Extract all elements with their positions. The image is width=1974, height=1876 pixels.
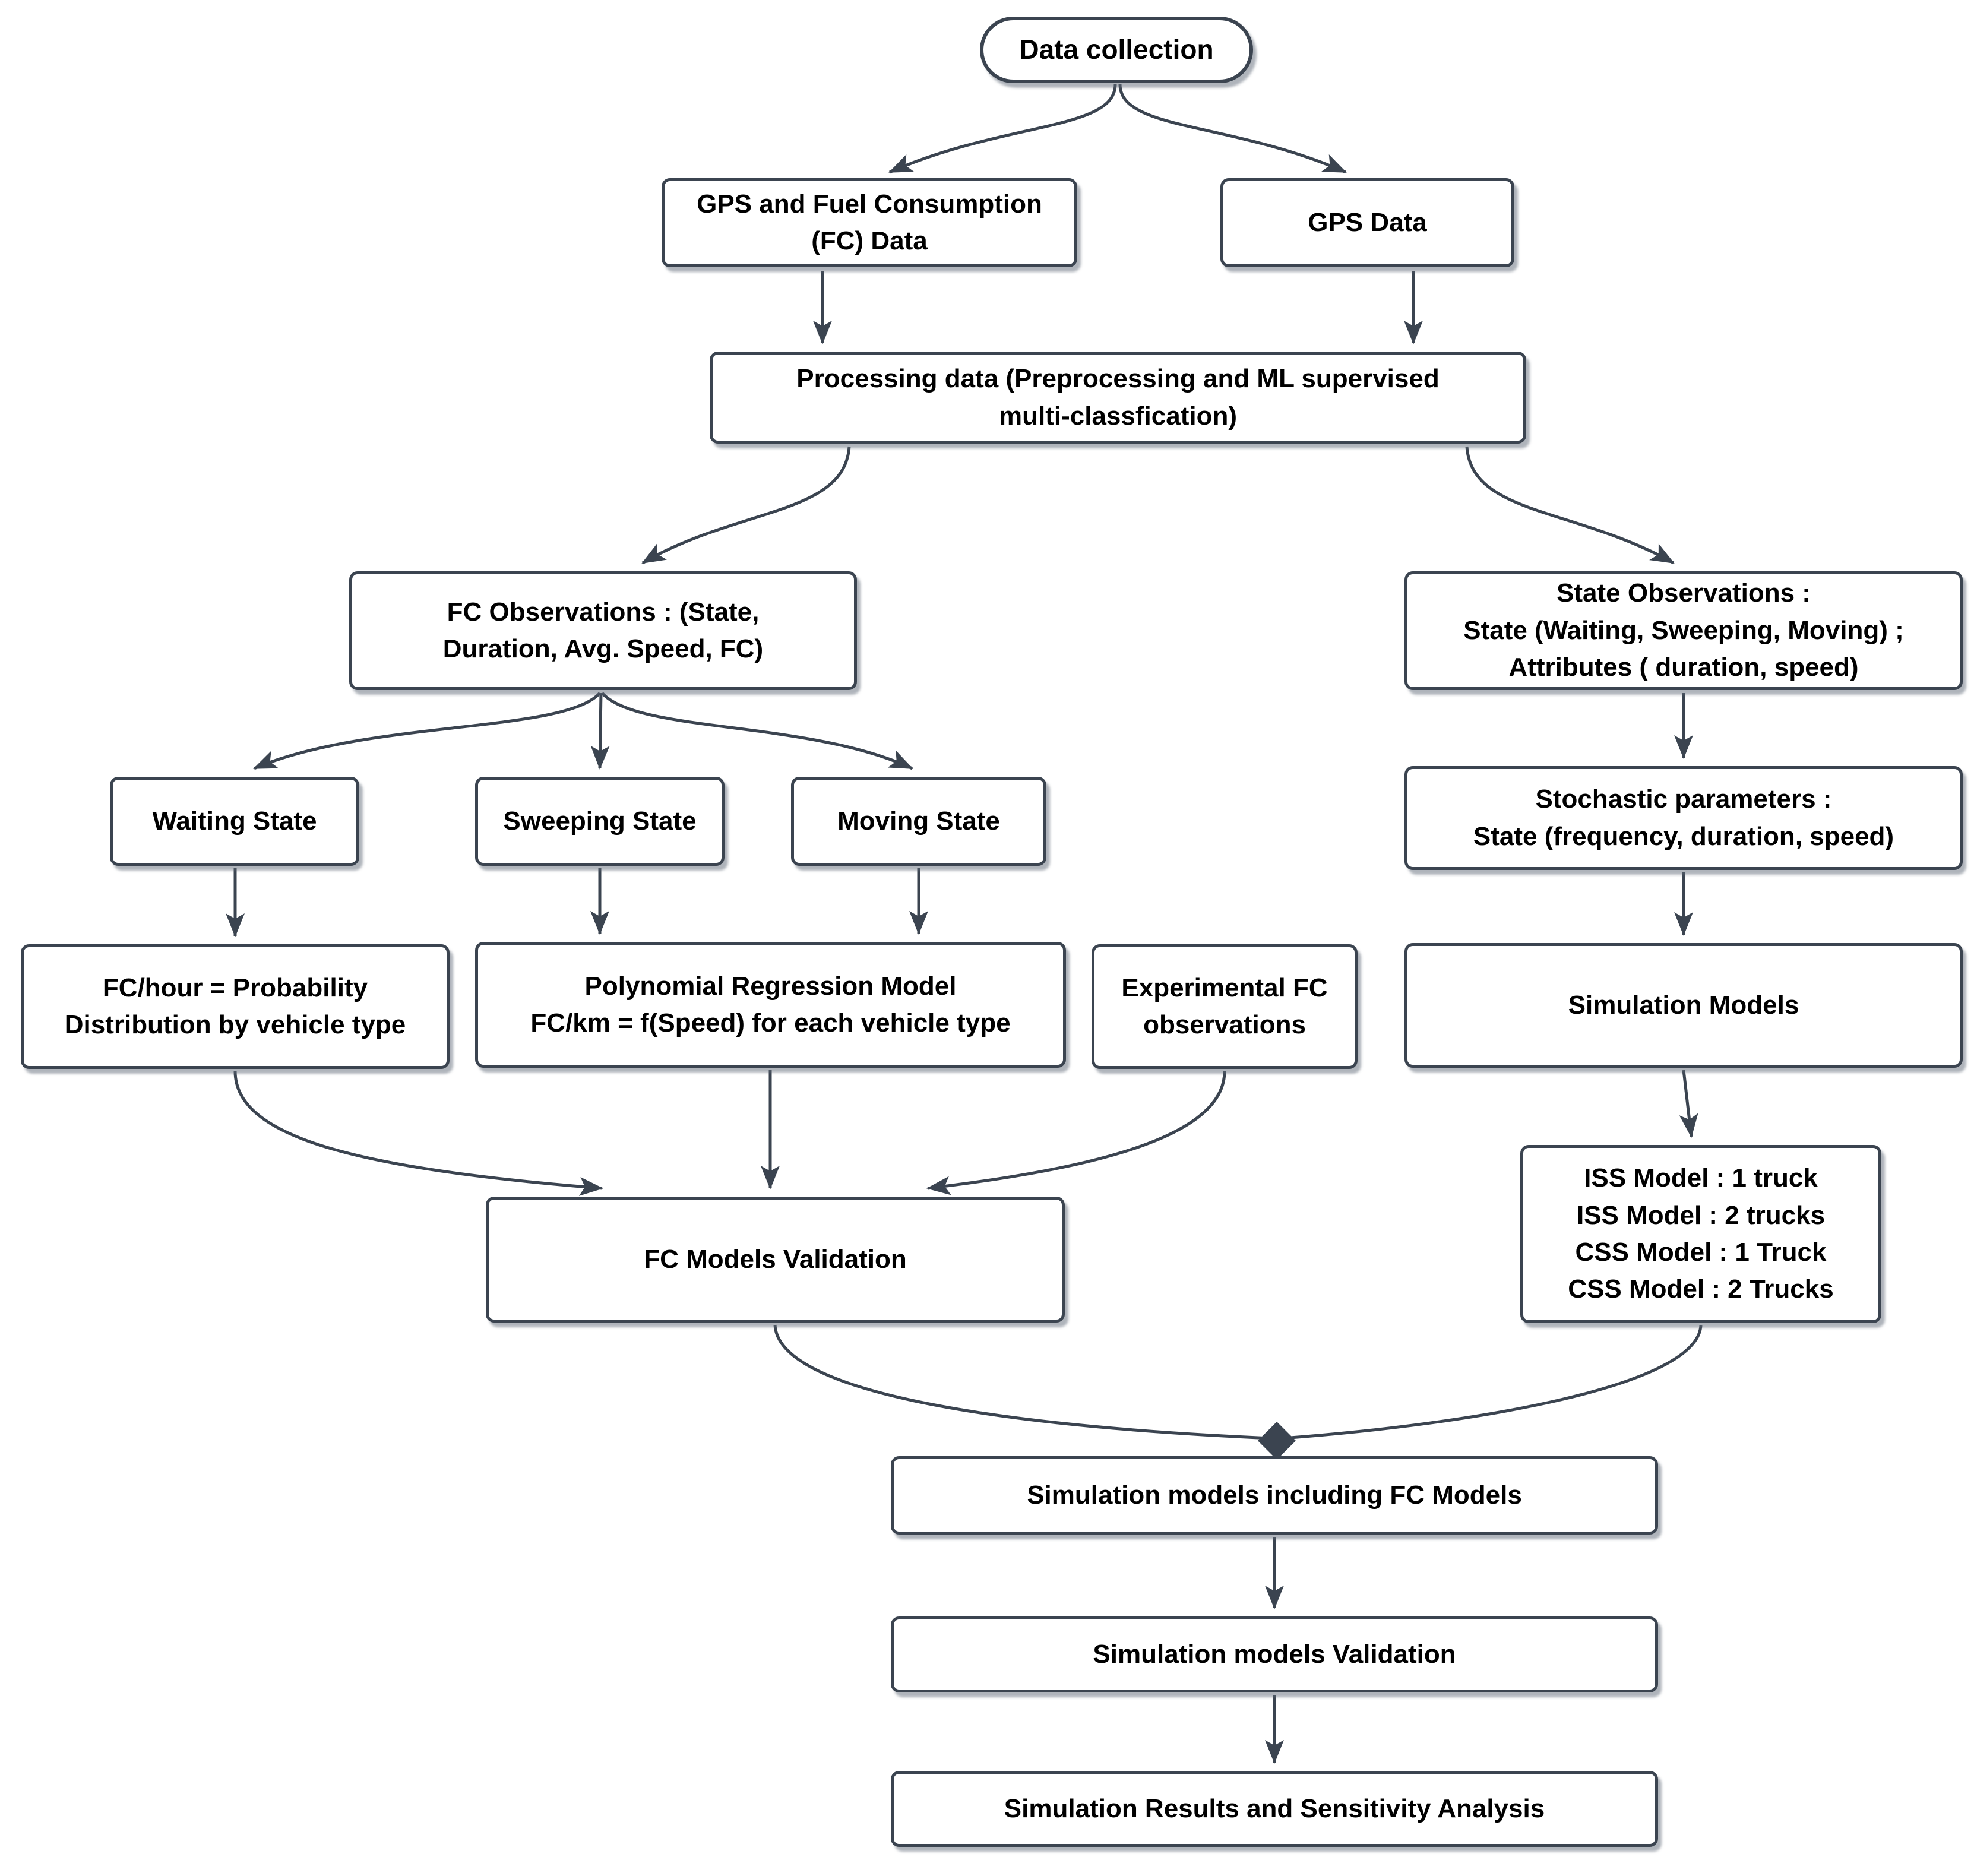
node-waiting-state: Waiting State xyxy=(110,777,359,866)
node-stochastic-parameters: Stochastic parameters : State (frequency… xyxy=(1404,766,1963,870)
node-fc-hour-label: FC/hour = Probability Distribution by ve… xyxy=(64,973,406,1039)
node-gps-data: GPS Data xyxy=(1220,178,1514,267)
node-sim-models-including-fc: Simulation models including FC Models xyxy=(891,1456,1658,1535)
merge-arrowhead-diamond xyxy=(1258,1422,1296,1460)
node-polynomial-regression: Polynomial Regression Model FC/km = f(Sp… xyxy=(475,942,1066,1068)
node-moving-state: Moving State xyxy=(791,777,1046,866)
node-fc-observations: FC Observations : (State, Duration, Avg.… xyxy=(349,571,857,690)
connector-fchour-fcvalidation xyxy=(233,1071,603,1196)
node-gps-data-label: GPS Data xyxy=(1308,207,1427,237)
connector-datacollection-gpsfc xyxy=(888,84,1117,174)
node-processing-data: Processing data (Preprocessing and ML su… xyxy=(710,352,1526,444)
node-data-collection: Data collection xyxy=(980,17,1253,83)
node-sim-results: Simulation Results and Sensitivity Analy… xyxy=(891,1771,1658,1847)
connector-processing-stateobs xyxy=(1465,446,1675,565)
node-fc-hour: FC/hour = Probability Distribution by ve… xyxy=(21,944,450,1069)
connector-isscss-merge xyxy=(1282,1325,1703,1440)
node-iss-css-models: ISS Model : 1 truck ISS Model : 2 trucks… xyxy=(1520,1145,1881,1323)
connector-processing-fcobs xyxy=(641,446,851,565)
connector-simmodels-isscss xyxy=(1679,1070,1698,1138)
connector-datacollection-gpsdata xyxy=(1118,84,1347,174)
node-processing-data-label: Processing data (Preprocessing and ML su… xyxy=(796,364,1440,431)
node-state-observations-label: State Observations : State (Waiting, Swe… xyxy=(1463,578,1904,682)
node-sim-models-including-fc-label: Simulation models including FC Models xyxy=(1027,1480,1522,1510)
connector-fcobs-moving xyxy=(601,692,913,770)
node-sim-results-label: Simulation Results and Sensitivity Analy… xyxy=(1004,1793,1545,1823)
node-sim-models-validation-label: Simulation models Validation xyxy=(1093,1639,1456,1669)
node-simulation-models: Simulation Models xyxy=(1404,943,1963,1068)
connector-fcobs-sweeping xyxy=(590,692,610,770)
connector-fcvalidation-merge xyxy=(773,1324,1271,1440)
node-sweeping-state: Sweeping State xyxy=(475,777,725,866)
connector-fcobs-waiting xyxy=(253,692,601,770)
node-polynomial-regression-label: Polynomial Regression Model FC/km = f(Sp… xyxy=(530,971,1011,1037)
node-sim-models-validation: Simulation models Validation xyxy=(891,1616,1658,1692)
node-stochastic-parameters-label: Stochastic parameters : State (frequency… xyxy=(1473,784,1894,851)
node-simulation-models-label: Simulation Models xyxy=(1568,990,1799,1020)
node-fc-models-validation: FC Models Validation xyxy=(486,1197,1065,1323)
node-experimental-fc-label: Experimental FC observations xyxy=(1121,973,1328,1039)
connector-experimental-fcvalidation xyxy=(926,1071,1226,1195)
node-moving-state-label: Moving State xyxy=(837,806,1000,836)
node-fc-models-validation-label: FC Models Validation xyxy=(644,1244,907,1274)
node-waiting-state-label: Waiting State xyxy=(152,806,317,836)
node-state-observations: State Observations : State (Waiting, Swe… xyxy=(1404,571,1963,690)
node-sweeping-state-label: Sweeping State xyxy=(503,806,697,836)
node-data-collection-label: Data collection xyxy=(1019,34,1214,65)
node-experimental-fc: Experimental FC observations xyxy=(1092,944,1358,1069)
node-iss-css-models-label: ISS Model : 1 truck ISS Model : 2 trucks… xyxy=(1568,1163,1834,1304)
node-gps-fc-data: GPS and Fuel Consumption (FC) Data xyxy=(662,178,1077,267)
node-fc-observations-label: FC Observations : (State, Duration, Avg.… xyxy=(442,597,764,663)
node-gps-fc-data-label: GPS and Fuel Consumption (FC) Data xyxy=(697,189,1042,255)
